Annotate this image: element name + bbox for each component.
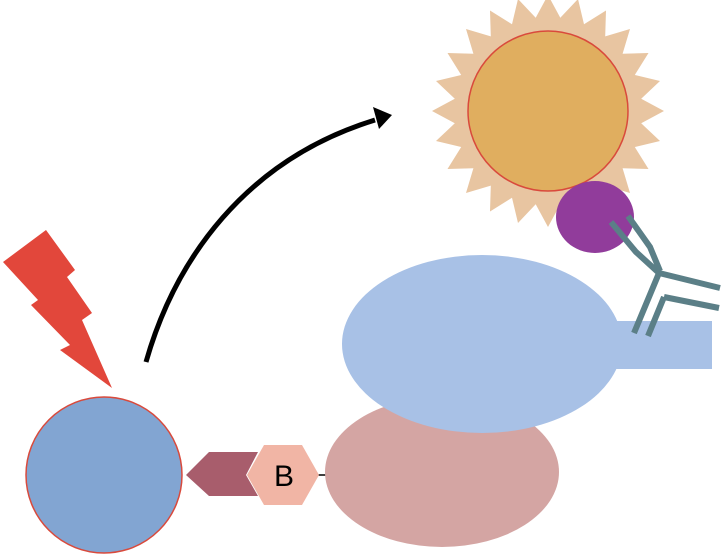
purple-tag (556, 181, 634, 253)
acceptor-bead (467, 30, 629, 192)
upper-protein (342, 255, 622, 433)
antibody-icon (608, 214, 721, 338)
arrow-head (373, 107, 392, 129)
donor-bead (25, 396, 183, 554)
biotin-label: B (274, 460, 294, 493)
lightning-icon (3, 230, 112, 388)
linker-chevron (186, 452, 258, 496)
biotin-tag (247, 445, 319, 505)
arrow-icon (143, 117, 376, 363)
lower-protein (325, 397, 559, 547)
